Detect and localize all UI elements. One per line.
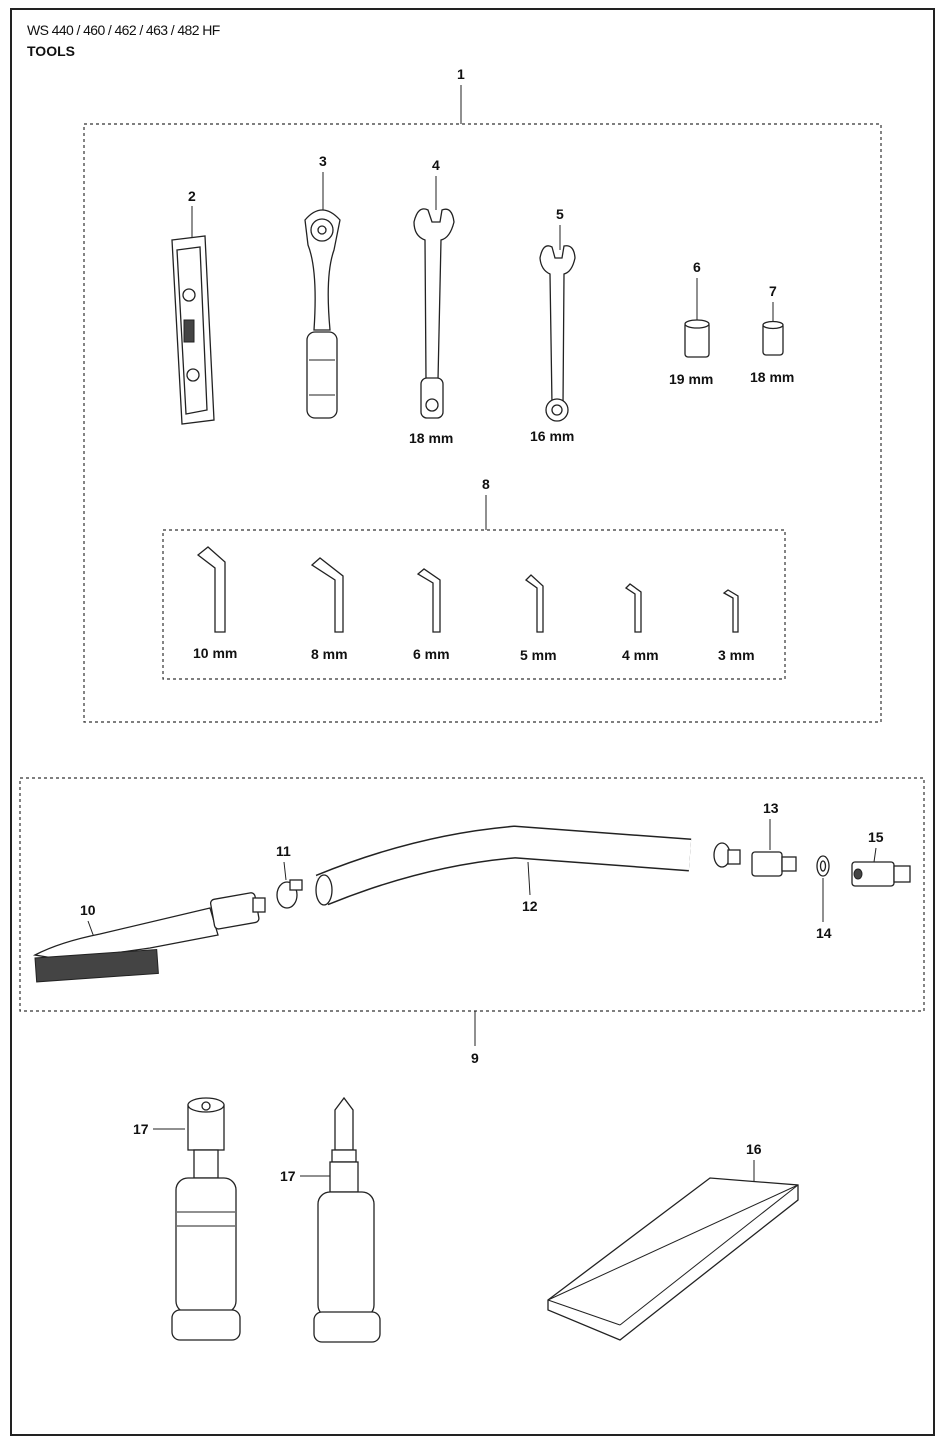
size-label-hex-3: 3 mm xyxy=(718,647,755,663)
callout-10: 10 xyxy=(80,902,96,918)
washer-icon xyxy=(816,855,830,877)
size-label-hex-5: 5 mm xyxy=(520,647,557,663)
callout-13: 13 xyxy=(763,800,779,816)
size-label-socket-7: 18 mm xyxy=(750,369,794,385)
hose-icon xyxy=(315,825,692,906)
size-label-socket-6: 19 mm xyxy=(669,371,713,387)
callout-17-left: 17 xyxy=(133,1121,149,1137)
model-title: WS 440 / 460 / 462 / 463 / 482 HF xyxy=(27,22,220,38)
section-title: TOOLS xyxy=(27,43,75,59)
hex-key-10mm-icon xyxy=(196,546,226,633)
hex-key-group-box xyxy=(162,529,786,680)
size-label-wrench-5: 16 mm xyxy=(530,428,574,444)
tool-kit-group-box xyxy=(83,123,882,723)
hex-key-4mm-icon xyxy=(624,583,642,633)
hex-key-8mm-icon xyxy=(310,557,344,633)
combination-wrench-18mm-icon xyxy=(413,208,455,419)
callout-5: 5 xyxy=(556,206,564,222)
hex-key-3mm-icon xyxy=(722,589,739,633)
brush-group-box xyxy=(19,777,925,1012)
spirit-level-icon xyxy=(171,235,215,425)
hose-clamp-icon xyxy=(276,879,303,909)
socket-18mm-icon xyxy=(762,320,784,356)
hex-key-5mm-icon xyxy=(525,574,544,633)
callout-6: 6 xyxy=(693,259,701,275)
ratchet-handle-icon xyxy=(304,209,341,419)
callout-17-right: 17 xyxy=(280,1168,296,1184)
callout-7: 7 xyxy=(769,283,777,299)
size-label-hex-4: 4 mm xyxy=(622,647,659,663)
callout-3: 3 xyxy=(319,153,327,169)
size-label-hex-8: 8 mm xyxy=(311,646,348,662)
diagram-frame xyxy=(10,8,935,1436)
callout-2: 2 xyxy=(188,188,196,204)
bushing-tool-icon xyxy=(171,1097,241,1341)
hex-key-6mm-icon xyxy=(416,568,441,633)
callout-12: 12 xyxy=(522,898,538,914)
combination-wrench-16mm-icon xyxy=(539,245,576,422)
hose-coupling-icon xyxy=(713,842,797,877)
callout-15: 15 xyxy=(868,829,884,845)
wedge-icon xyxy=(547,1177,799,1341)
callout-14: 14 xyxy=(816,925,832,941)
size-label-hex-10: 10 mm xyxy=(193,645,237,661)
callout-11: 11 xyxy=(276,843,291,859)
socket-19mm-icon xyxy=(684,319,710,358)
callout-8: 8 xyxy=(482,476,490,492)
callout-1: 1 xyxy=(457,66,465,82)
wash-brush-icon xyxy=(32,892,266,983)
callout-16: 16 xyxy=(746,1141,762,1157)
callout-4: 4 xyxy=(432,157,440,173)
callout-9: 9 xyxy=(471,1050,479,1066)
size-label-wrench-4: 18 mm xyxy=(409,430,453,446)
quick-connector-icon xyxy=(851,861,911,887)
size-label-hex-6: 6 mm xyxy=(413,646,450,662)
centering-tool-icon xyxy=(313,1096,381,1343)
